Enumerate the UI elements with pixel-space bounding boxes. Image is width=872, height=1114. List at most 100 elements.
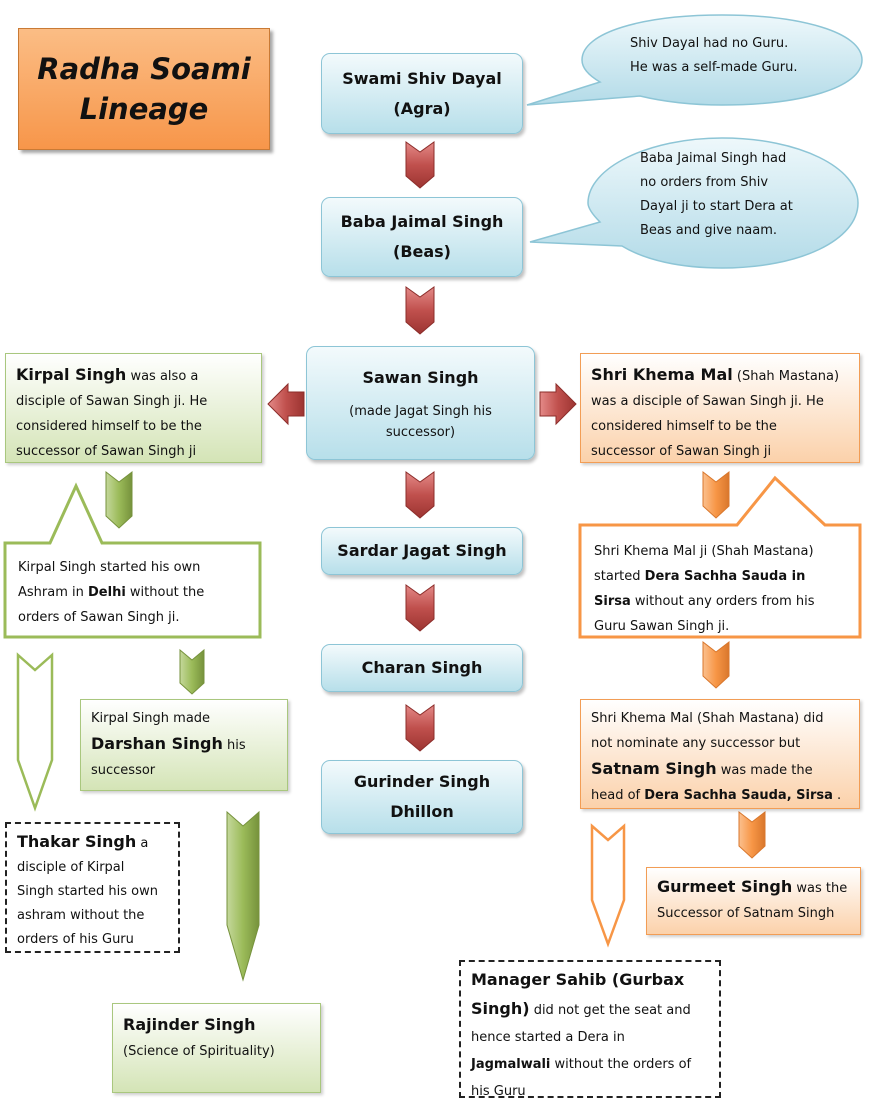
arrow-down-2 — [405, 286, 435, 335]
node-note: (made Jagat Singh his — [349, 404, 492, 419]
arrow-right — [539, 382, 577, 426]
text: hence started a Dera in — [471, 1030, 625, 1045]
node-jaimal-singh: Baba Jaimal Singh (Beas) — [321, 197, 523, 277]
node-label: Dhillon — [390, 802, 454, 821]
node-label: (Beas) — [393, 242, 451, 261]
speech-text-2: Baba Jaimal Singh had no orders from Shi… — [640, 147, 850, 243]
text: ashram without the — [17, 908, 145, 923]
speech-line: Beas and give naam. — [640, 223, 778, 238]
callout-dera-sachha-sauda: Shri Khema Mal ji (Shah Mastana) started… — [584, 531, 856, 639]
green-arrow-2 — [179, 648, 205, 695]
green-arrow-outline — [16, 652, 54, 812]
dera-label: Dera Sachha Sauda in — [644, 569, 806, 584]
text: considered himself to be the — [16, 419, 202, 434]
green-callout — [3, 482, 262, 639]
speech-line: Dayal ji to start Dera at — [640, 199, 793, 214]
orange-arrow-3 — [738, 810, 766, 859]
speech-line: He was a self-made Guru. — [630, 60, 798, 75]
node-rajinder-singh: Rajinder Singh (Science of Spirituality) — [112, 1003, 321, 1093]
text: orders of Sawan Singh ji. — [18, 610, 180, 625]
arrow-down-3 — [405, 471, 435, 519]
text: Kirpal Singh made — [91, 711, 211, 726]
text: was also a — [126, 369, 199, 384]
text: his Guru — [471, 1084, 526, 1099]
node-label: (Agra) — [393, 98, 451, 118]
node-jagat-singh: Sardar Jagat Singh — [321, 527, 523, 575]
node-kirpal-singh: Kirpal Singh was also a disciple of Sawa… — [5, 353, 262, 463]
text: successor of Sawan Singh ji — [16, 444, 197, 459]
node-label: Gurinder Singh — [353, 772, 491, 791]
node-note: successor) — [385, 425, 456, 440]
rajinder-name: Rajinder Singh — [123, 1015, 256, 1034]
text: was the — [792, 881, 848, 896]
text: Singh started his own — [17, 884, 158, 899]
text: did not get the seat and — [529, 1003, 691, 1018]
text: Successor of Satnam Singh — [657, 906, 835, 921]
manager-name: Manager Sahib (Gurbax — [471, 970, 685, 989]
speech-bubble-1 — [526, 14, 863, 106]
node-label: Sardar Jagat Singh — [337, 541, 507, 560]
speech-line: no orders from Shiv — [640, 175, 769, 190]
speech-bubble-2 — [529, 137, 859, 269]
text: disciple of Sawan Singh ji. He — [16, 394, 208, 409]
text: Shri Khema Mal (Shah Mastana) did — [591, 711, 824, 726]
text: (Science of Spirituality) — [123, 1044, 275, 1059]
text: successor of Sawan Singh ji — [591, 444, 772, 459]
satnam-name: Satnam Singh — [591, 759, 717, 778]
text: was a disciple of Sawan Singh ji. He — [591, 394, 824, 409]
text: his — [222, 738, 246, 753]
text: without the — [125, 585, 205, 600]
text: was made the — [716, 763, 813, 778]
text: without any orders from his — [630, 594, 815, 609]
speech-line: Shiv Dayal had no Guru. — [630, 36, 789, 51]
text: Ashram in — [18, 585, 88, 600]
jagmalwali-label: Jagmalwali — [471, 1057, 551, 1072]
text: head of — [591, 788, 645, 803]
manager-name: Singh) — [471, 999, 530, 1018]
sirsa-label: Sirsa — [594, 594, 631, 609]
text: considered himself to be the — [591, 419, 777, 434]
thakar-name: Thakar Singh — [17, 832, 137, 851]
arrow-down-4 — [405, 584, 435, 632]
title-line-2: Lineage — [79, 92, 209, 126]
darshan-name: Darshan Singh — [91, 734, 223, 753]
node-charan-singh: Charan Singh — [321, 644, 523, 692]
callout-kirpal-ashram: Kirpal Singh started his own Ashram in D… — [8, 547, 258, 630]
gurmeet-name: Gurmeet Singh — [657, 877, 793, 896]
node-manager-sahib: Manager Sahib (Gurbax Singh) did not get… — [459, 960, 721, 1099]
node-label: Swami Shiv Dayal — [342, 68, 502, 88]
node-label: Sawan Singh — [362, 368, 479, 387]
text: without the orders of — [550, 1057, 692, 1072]
delhi-label: Delhi — [88, 585, 126, 600]
node-thakar-singh: Thakar Singh a disciple of Kirpal Singh … — [5, 822, 180, 953]
orange-arrow-outline — [590, 823, 626, 948]
node-khema-mal: Shri Khema Mal (Shah Mastana) was a disc… — [580, 353, 860, 463]
node-satnam-singh: Shri Khema Mal (Shah Mastana) did not no… — [580, 699, 860, 809]
speech-line: Baba Jaimal Singh had — [640, 151, 787, 166]
arrow-down-5 — [405, 704, 435, 752]
node-shiv-dayal: Swami Shiv Dayal (Agra) — [321, 53, 523, 134]
node-label: Charan Singh — [361, 658, 483, 677]
text: Shri Khema Mal ji (Shah Mastana) — [594, 544, 814, 559]
dera-label: Dera Sachha Sauda, Sirsa — [644, 788, 833, 803]
khema-name: Shri Khema Mal — [591, 365, 733, 384]
text: orders of his Guru — [17, 932, 134, 947]
node-sawan-singh: Sawan Singh (made Jagat Singh his succes… — [306, 346, 535, 460]
orange-callout — [578, 475, 862, 639]
green-arrow-1 — [105, 470, 133, 529]
node-label: Baba Jaimal Singh — [340, 212, 504, 231]
node-darshan-singh: Kirpal Singh made Darshan Singh his succ… — [80, 699, 288, 791]
orange-arrow-1 — [702, 470, 730, 519]
diagram-title: Radha Soami Lineage — [18, 28, 270, 150]
orange-arrow-2 — [702, 640, 730, 689]
green-arrow-big — [226, 810, 260, 982]
node-gurinder-singh: Gurinder Singh Dhillon — [321, 760, 523, 834]
kirpal-name: Kirpal Singh — [16, 365, 127, 384]
text: (Shah Mastana) — [732, 369, 840, 384]
arrow-left — [267, 382, 305, 426]
arrow-down-1 — [405, 141, 435, 189]
text: successor — [91, 763, 156, 778]
node-gurmeet-singh: Gurmeet Singh was the Successor of Satna… — [646, 867, 861, 935]
text: Kirpal Singh started his own — [18, 560, 201, 575]
